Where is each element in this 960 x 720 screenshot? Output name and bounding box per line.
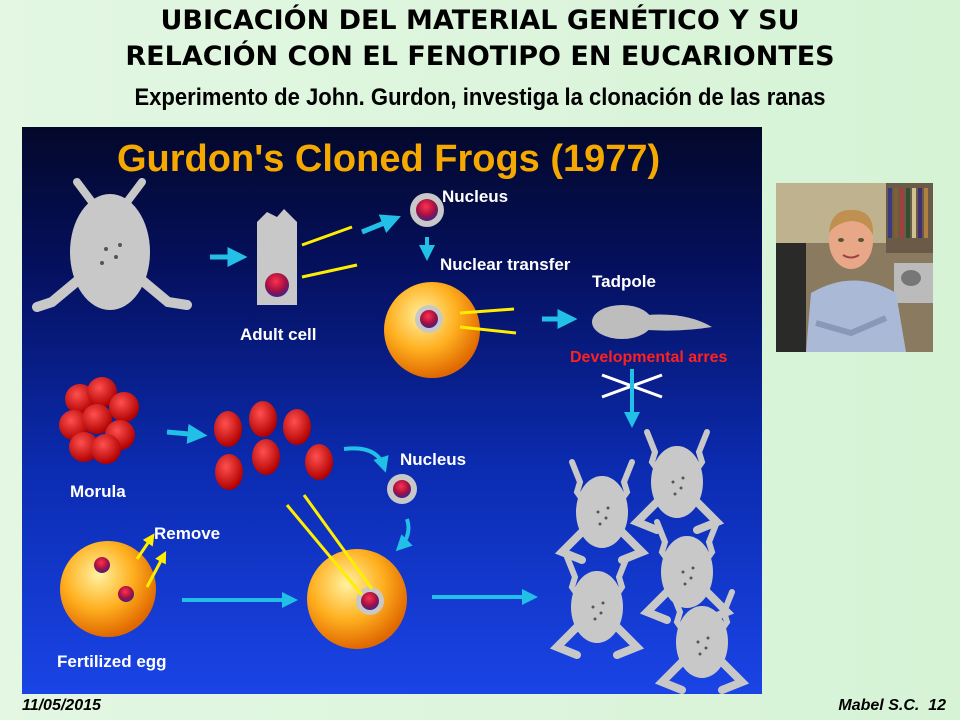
label-developmental-arrest: Developmental arres bbox=[570, 349, 728, 366]
label-nucleus-bottom: Nucleus bbox=[400, 450, 466, 469]
footer-date: 11/05/2015 bbox=[22, 697, 101, 714]
figure-title: Gurdon's Cloned Frogs (1977) bbox=[117, 138, 660, 180]
cloned-frogs-icon bbox=[557, 432, 742, 690]
separated-cells-icon bbox=[214, 401, 333, 490]
label-adult-cell: Adult cell bbox=[240, 325, 317, 344]
label-nucleus-top: Nucleus bbox=[442, 187, 508, 206]
footer-credit: Mabel S.C. 12 bbox=[838, 697, 946, 715]
label-nuclear-transfer: Nuclear transfer bbox=[440, 255, 571, 274]
label-fertilized-egg: Fertilized egg bbox=[57, 652, 167, 671]
label-tadpole: Tadpole bbox=[592, 272, 656, 291]
slide-subtitle: Experimento de John. Gurdon, investiga l… bbox=[134, 84, 826, 111]
page-number: 12 bbox=[928, 697, 946, 714]
slide-title-line1: UBICACIÓN DEL MATERIAL GENÉTICO Y SU bbox=[160, 5, 800, 36]
morula-icon bbox=[59, 377, 139, 464]
adult-frog-icon bbox=[32, 178, 192, 312]
footer-author: Mabel S.C. bbox=[838, 697, 920, 714]
cloning-diagram: Gurdon's Cloned Frogs (1977) Adult cell … bbox=[22, 127, 762, 694]
label-remove: Remove bbox=[154, 524, 220, 543]
scientist-photo bbox=[776, 183, 933, 352]
tadpole-icon bbox=[592, 305, 712, 339]
slide-title-line2: RELACIÓN CON EL FENOTIPO EN EUCARIONTES bbox=[125, 41, 835, 72]
label-morula: Morula bbox=[70, 482, 126, 501]
adult-cell-icon bbox=[257, 209, 297, 305]
